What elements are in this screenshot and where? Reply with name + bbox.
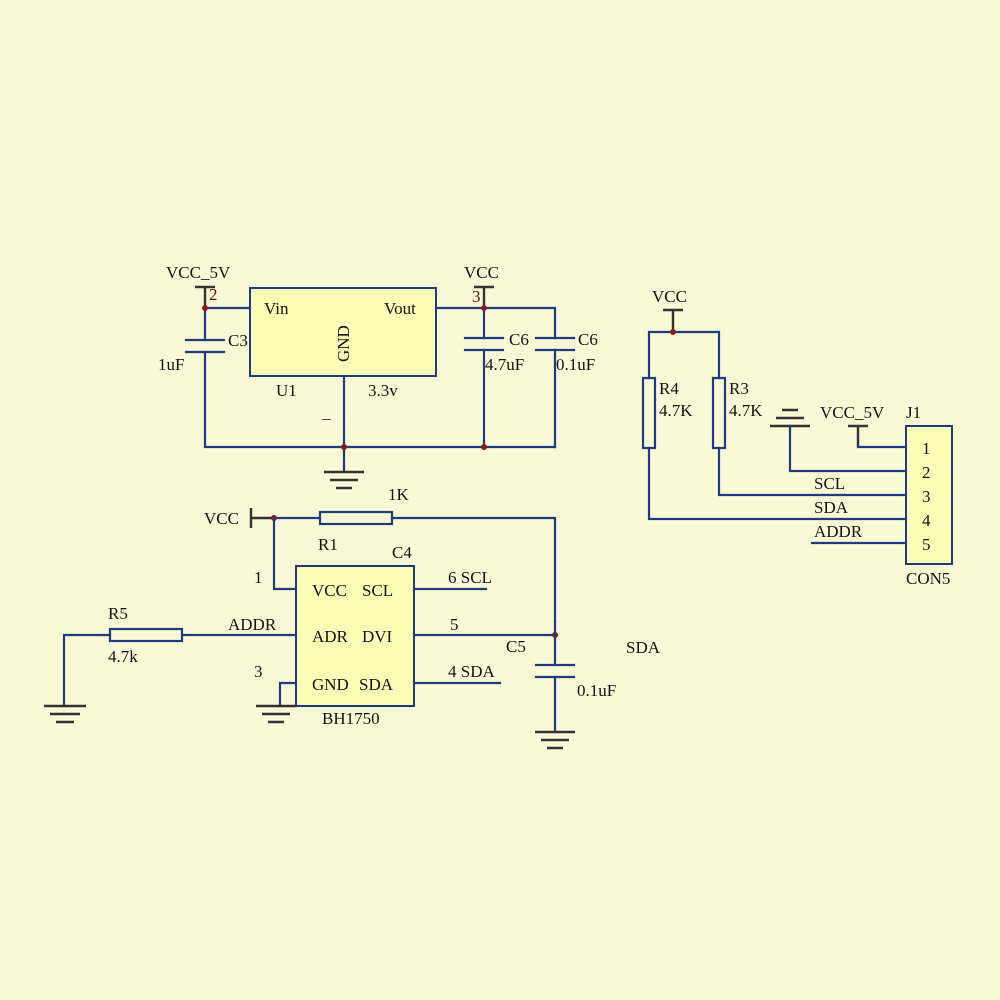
r1-wire: [272, 516, 557, 624]
sda-floating-label: SDA: [626, 638, 661, 657]
bh1750-pin-dvi: DVI: [362, 627, 393, 646]
r5-ground-wire: [62, 633, 112, 708]
regulator-vin-pin-number: 2: [209, 285, 218, 304]
bh1750-pin-vcc: VCC: [312, 581, 347, 600]
sensor-section: VCC 1K R1 1 C4 VCC ADR GND SCL DVI SDA B…: [44, 485, 661, 750]
u1-chip: [249, 287, 437, 377]
bh1750-pin-sda: SDA: [359, 675, 394, 694]
r3-resistor: [711, 376, 727, 450]
r4-resistor: [641, 376, 657, 450]
c6b-value-label: 0.1uF: [556, 355, 595, 374]
j1-connector: [905, 425, 953, 565]
scl-net-label: SCL: [814, 474, 845, 493]
regulator-vout-pin-number: 3: [472, 287, 481, 306]
u1-ref-label: U1: [276, 381, 297, 400]
junction: [341, 444, 347, 450]
sensor-vcc-wire: [272, 516, 298, 591]
sensor-vcc-net-label: VCC: [204, 509, 239, 528]
c5-value-label: 0.1uF: [577, 681, 616, 700]
u1-gnd-pin-mark: _: [321, 403, 331, 422]
junction: [481, 305, 487, 311]
sensor-vcc-pin-number: 1: [254, 568, 263, 587]
j1-pin-1: 1: [922, 439, 931, 458]
regulator-vin-net-label: VCC_5V: [166, 263, 231, 282]
c6a-ref-label: C6: [509, 330, 529, 349]
c6-capacitor-4u7: [463, 336, 505, 352]
sda-net-label: SDA: [814, 498, 849, 517]
c3-ref-label: C3: [228, 331, 248, 350]
bh1750-chip: [295, 565, 415, 707]
connector-vcc5v-power-flag: [848, 424, 868, 447]
r5-value-label: 4.7k: [108, 647, 138, 666]
dvi-pin-number: 5: [450, 615, 459, 634]
addr-wire-label: ADDR: [228, 615, 277, 634]
c5-capacitor: [534, 663, 576, 679]
junction: [202, 305, 208, 311]
c4-ref-label: C4: [392, 543, 412, 562]
r5-ref-label: R5: [108, 604, 128, 623]
j1-pin-2: 2: [922, 463, 931, 482]
r3-value-label: 4.7K: [729, 401, 763, 420]
r4-value-label: 4.7K: [659, 401, 693, 420]
regulator-section: VCC_5V 2 VCC 3 C3 1uF C6 4.7uF C6 0.1uF …: [158, 263, 598, 490]
connector-section: VCC R4 4.7K R3 4.7K VCC_5V J1 CON5 1 2 3…: [641, 287, 953, 588]
bh1750-pin-scl: SCL: [362, 581, 393, 600]
c6-capacitor-0u1: [534, 336, 576, 352]
r1-resistor: [318, 510, 394, 526]
regulator-vout-net-label: VCC: [464, 263, 499, 282]
junction: [481, 444, 487, 450]
c6a-value-label: 4.7uF: [485, 355, 524, 374]
pin3-scl-wire: [717, 446, 908, 497]
u1-pin-vin-label: Vin: [264, 299, 289, 318]
scl-out-label: 6 SCL: [448, 568, 492, 587]
c6b-ref-label: C6: [578, 330, 598, 349]
connector-vcc-net-label: VCC: [652, 287, 687, 306]
j1-pin-4: 4: [922, 511, 931, 530]
bh1750-ref-label: BH1750: [322, 709, 380, 728]
u1-pin-vout-label: Vout: [384, 299, 416, 318]
vin-wire: [203, 306, 557, 449]
vcc5v-power-flag: [195, 285, 215, 308]
r1-value-label: 1K: [388, 485, 410, 504]
vout-wire: [434, 306, 557, 449]
bh1750-pin-gnd: GND: [312, 675, 349, 694]
sensor-gnd-pin-number: 3: [254, 662, 263, 681]
bh1750-pin-adr: ADR: [312, 627, 349, 646]
sensor-vcc-power-flag: [249, 508, 274, 528]
r5-resistor: [108, 627, 184, 643]
c3-capacitor: [184, 338, 226, 354]
r5-ground-symbol: [44, 704, 86, 724]
sda-out-label: 4 SDA: [448, 662, 495, 681]
j1-pin-3: 3: [922, 487, 931, 506]
u1-pin-gnd-label: GND: [334, 325, 353, 362]
regulator-ground-symbol: [324, 470, 364, 490]
j1-pin-5: 5: [922, 535, 931, 554]
addr-net-label: ADDR: [814, 522, 863, 541]
c5-ref-label: C5: [506, 637, 526, 656]
connector-vcc5v-net-label: VCC_5V: [820, 403, 885, 422]
sensor-gnd-wire: [278, 681, 298, 708]
r1-ref-label: R1: [318, 535, 338, 554]
pin4-sda-wire: [647, 446, 908, 521]
r3-ref-label: R3: [729, 379, 749, 398]
j1-ref-label: J1: [906, 403, 921, 422]
j1-name-label: CON5: [906, 569, 950, 588]
junction: [670, 329, 676, 335]
vcc-power-flag: [474, 285, 494, 308]
r4-ref-label: R4: [659, 379, 679, 398]
c3-value-label: 1uF: [158, 355, 184, 374]
pullup-top-wire: [647, 330, 721, 380]
u1-value-label: 3.3v: [368, 381, 398, 400]
pin2-wire: [788, 424, 908, 473]
sensor-ground-symbol: [256, 704, 296, 724]
connector-ground-symbol: [770, 408, 810, 428]
connector-vcc-power-flag: [663, 308, 683, 332]
c5-ground-symbol: [535, 730, 575, 750]
